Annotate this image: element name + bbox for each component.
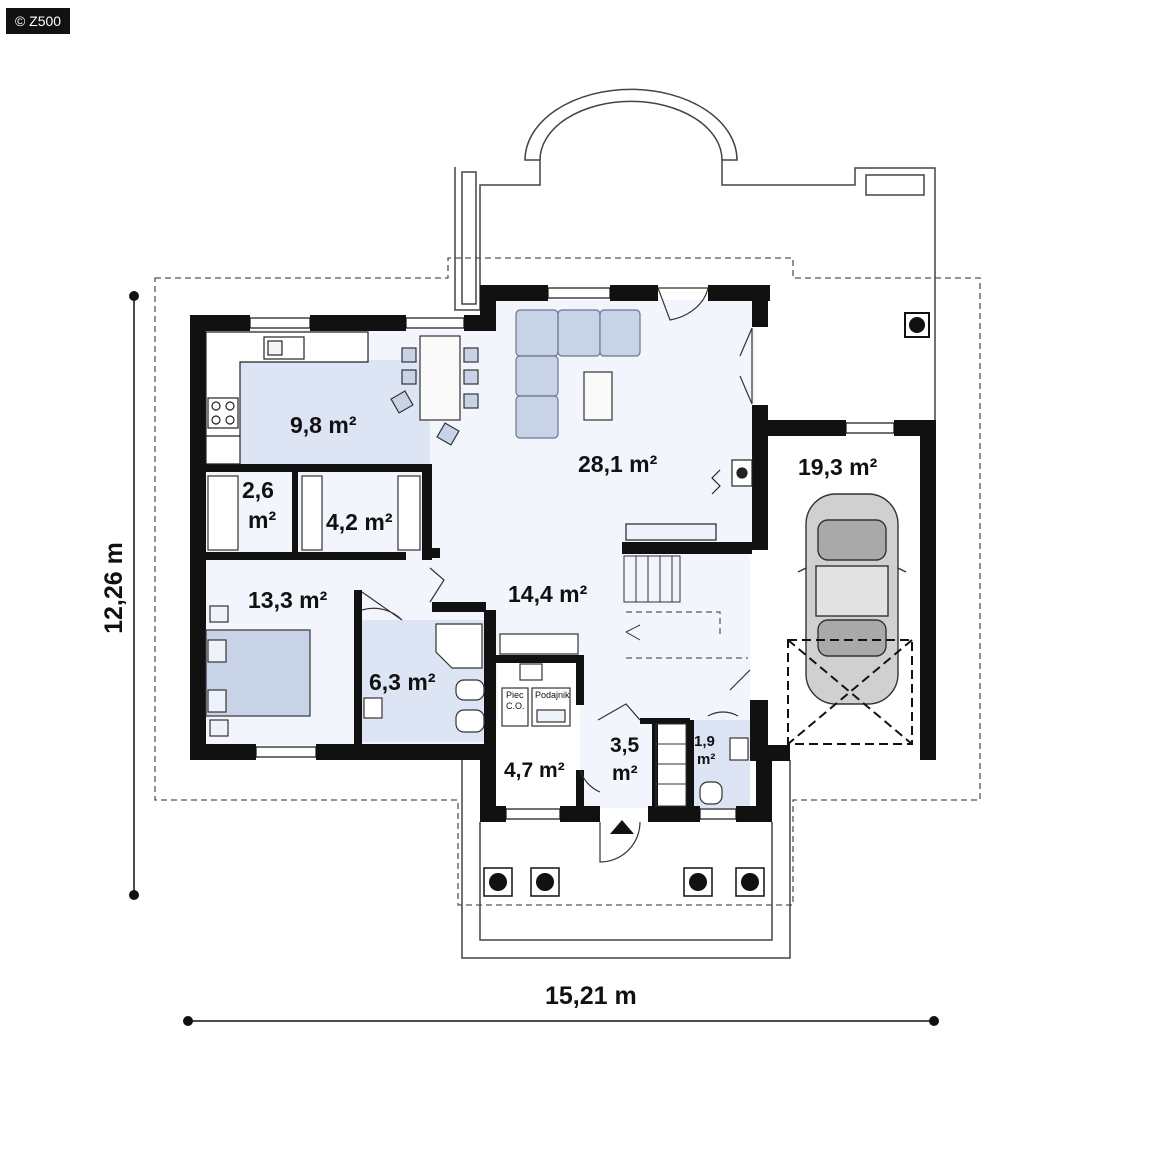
label-garage: 19,3 m² [798,454,878,480]
dimension-height [129,291,139,900]
label-piec: Piec [506,690,524,700]
sofa [515,309,641,439]
roof-outline [154,257,981,906]
coffee-table [583,371,613,421]
label-height: 12,26 m [100,542,128,634]
label-wc-unit: m² [697,751,715,768]
room-labels: 9,8 m² 28,1 m² 19,3 m² 2,6 m² 4,2 m² 13,… [242,412,878,785]
garage-door-swing [787,639,913,745]
label-podajnik: Podajnik [535,690,570,700]
living-units [625,459,753,541]
car [797,493,907,705]
floor-vestibule [580,720,656,808]
label-vestibule-value: 3,5 [610,734,640,757]
wc-fixtures [699,737,749,805]
label-bedroom: 13,3 m² [248,587,328,613]
label-width: 15,21 m [545,982,637,1010]
label-living: 28,1 m² [578,451,658,477]
label-wardrobe: 4,2 m² [326,509,393,535]
label-kitchen: 9,8 m² [290,412,357,438]
label-wc-value: 1,9 [694,733,715,750]
floor-boiler [498,662,580,808]
dimension-width [183,1016,939,1026]
label-hall: 14,4 m² [508,581,588,607]
label-vestibule-unit: m² [612,762,638,785]
dining-set [390,335,479,446]
stairs [623,555,748,807]
terrace-top [454,88,936,420]
label-bathroom: 6,3 m² [369,669,436,695]
windows [249,287,895,820]
boiler-fixtures [499,633,579,727]
bedroom-furniture [205,605,311,737]
watermark-badge: © Z500 [6,8,70,34]
column-top-core [909,317,925,333]
entrance-arrow [610,820,634,834]
doors [361,287,753,863]
bathroom-fixtures [363,623,485,733]
label-boiler: 4,7 m² [504,759,565,782]
porch-bottom [461,760,791,959]
porch-columns [483,867,765,897]
walls [190,285,936,822]
label-pantry-unit: m² [248,507,276,533]
label-pantry-value: 2,6 [242,477,274,503]
label-co: C.O. [506,701,525,711]
kitchen-counter [205,331,369,465]
wardrobes [207,475,421,551]
